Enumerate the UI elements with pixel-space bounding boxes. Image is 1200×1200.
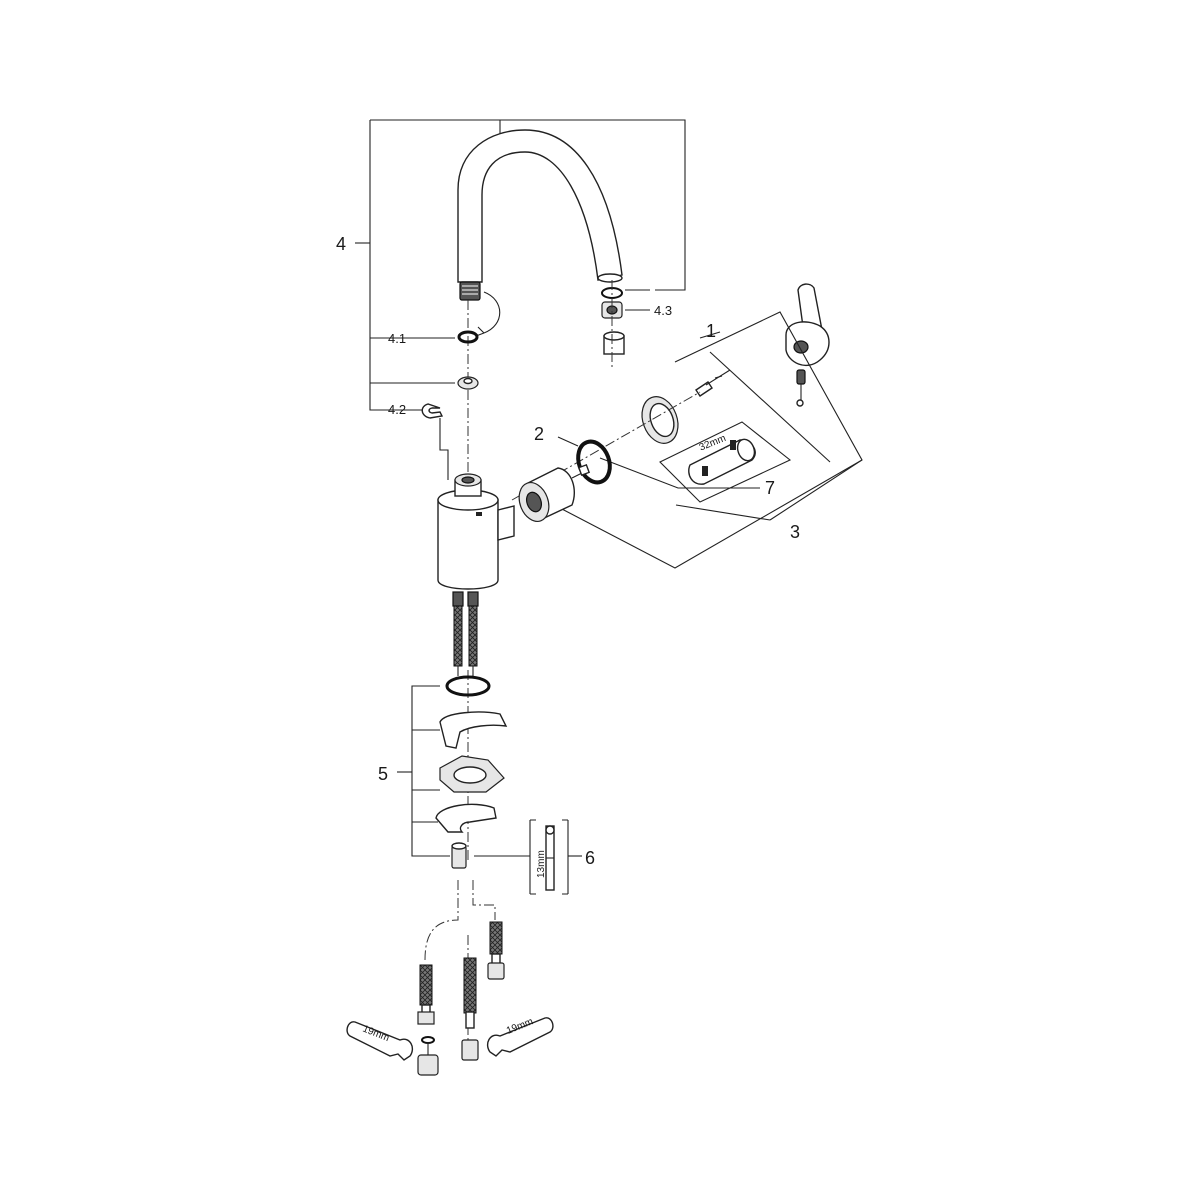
fixing-star-plate: [439, 755, 505, 793]
bracket-handle-group: [559, 311, 863, 569]
base-o-ring: [445, 675, 491, 697]
cartridge-cap-ring: [641, 396, 679, 444]
leader-part-7: [599, 457, 760, 489]
label-part-1: 1: [706, 321, 716, 341]
hose-wrench-left: 19mm: [346, 1021, 414, 1061]
horseshoe-washer: [435, 803, 497, 833]
fixing-nut: [451, 842, 467, 869]
label-part-4: 4: [336, 234, 346, 254]
nut-wrench-box: 13mm: [529, 819, 582, 895]
crescent-gasket: [439, 711, 508, 749]
hose-center: [461, 957, 479, 1061]
hose-left: [417, 964, 439, 1076]
mixer-body: [437, 473, 515, 590]
body-hose-stubs: [452, 591, 479, 676]
label-part-3: 3: [790, 522, 800, 542]
hose-right: [487, 921, 505, 980]
axis-hose-left: [424, 880, 459, 961]
wrench-size-13: 13mm: [536, 850, 547, 878]
bracket-fixing-group: [397, 685, 450, 857]
axis-hose-right: [472, 880, 496, 920]
cartridge: [518, 463, 591, 522]
label-part-4-3: 4.3: [654, 303, 672, 318]
handle-screw: [695, 369, 731, 397]
aerator-4-3: [601, 280, 625, 370]
spout-nut: [457, 376, 479, 390]
label-part-4-2: 4.2: [388, 402, 406, 417]
label-part-7: 7: [765, 478, 775, 498]
clip-4-2: [421, 403, 449, 480]
spout: [457, 129, 623, 337]
label-part-4-1: 4.1: [388, 331, 406, 346]
bracket-spout-group: [355, 119, 686, 411]
label-part-2: 2: [534, 424, 544, 444]
lever-handle: [785, 283, 830, 407]
hose-wrench-right: 19mm: [486, 1016, 554, 1057]
o-ring-4-1: [457, 330, 479, 344]
label-part-6: 6: [585, 848, 595, 868]
label-part-5: 5: [378, 764, 388, 784]
